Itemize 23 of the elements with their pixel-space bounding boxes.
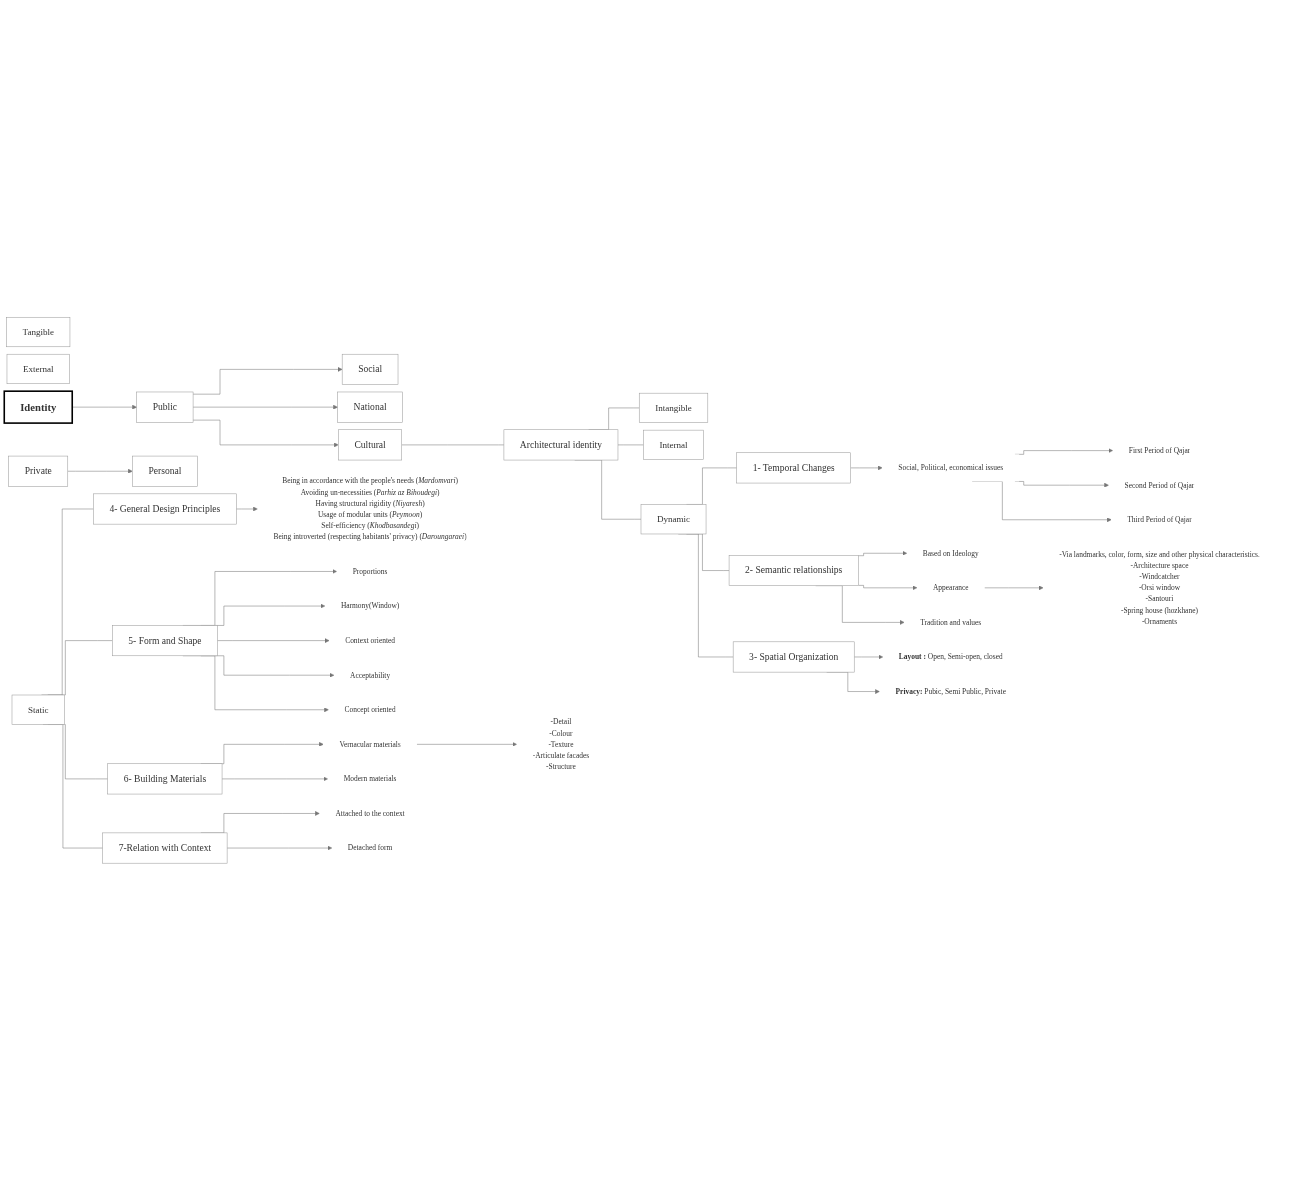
node-box: Public <box>136 391 194 423</box>
node-box: Cultural <box>338 429 402 461</box>
node-box: Private <box>8 455 69 487</box>
node-box: 1- Temporal Changes <box>736 452 851 484</box>
node-box: 6- Building Materials <box>107 763 223 795</box>
node-box: Intangible <box>638 392 709 423</box>
node-box: Identity <box>3 390 74 424</box>
node-box: Internal <box>643 429 704 460</box>
node-box: Social <box>341 353 399 385</box>
node-box: 3- Spatial Organization <box>732 641 855 673</box>
node-box: Static <box>11 694 65 725</box>
node-box: Personal <box>132 455 198 487</box>
node-box: 7-Relation with Context <box>102 832 228 864</box>
node-box: External <box>6 353 70 384</box>
node-box: 5- Form and Shape <box>112 624 218 656</box>
node-box: Architectural identity <box>503 429 619 461</box>
node-box: 2- Semantic relationships <box>728 554 859 586</box>
node-box: 4- General Design Principles <box>93 493 237 525</box>
node-box: Dynamic <box>640 503 707 534</box>
connector <box>617 444 644 445</box>
connector <box>401 444 505 445</box>
node-box: Tangible <box>6 316 71 347</box>
node-box: National <box>337 391 403 423</box>
